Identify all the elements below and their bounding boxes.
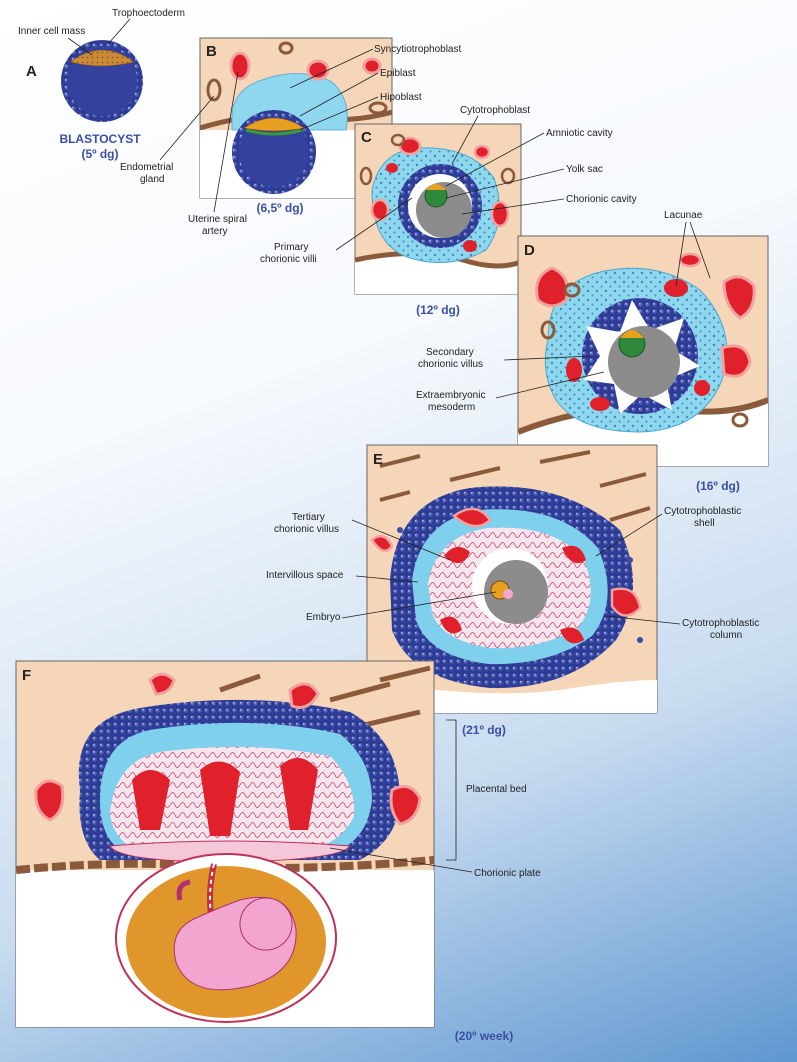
placental-bed-bracket [446,719,457,861]
label-extraembryonic-1: Extraembryonic [416,390,485,401]
label-extraembryonic-2: mesoderm [428,402,475,413]
caption-a-line2: (5º dg) [81,147,118,161]
label-primary-villi-2: chorionic villi [260,254,317,265]
caption-a-line1: BLASTOCYST [59,132,141,146]
label-yolk-sac: Yolk sac [566,164,603,175]
label-cyto-shell-1: Cytotrophoblastic [664,506,741,517]
label-chorionic-cavity: Chorionic cavity [566,194,637,205]
hipoblast-b [245,128,303,136]
label-trophoectoderm: Trophoectoderm [112,8,185,19]
panel-c-letter: C [361,129,372,146]
label-endometrial-gland-1: Endometrial [120,162,173,173]
label-tertiary-villus-1: Tertiary [292,512,325,523]
chorionic-cavity-e [484,560,548,624]
label-cyto-shell-2: shell [694,518,715,529]
label-embryo: Embryo [306,612,341,623]
panel-a: A Inner cell mass Trophoectoderm BLASTOC… [18,8,185,161]
caption-b: (6,5º dg) [256,201,303,215]
inner-cell-mass-shape [69,49,135,67]
label-epiblast: Epiblast [380,68,416,79]
panel-a-letter: A [26,63,37,80]
label-lacunae: Lacunae [664,210,703,221]
gland-b1 [278,41,294,55]
label-secondary-villus-1: Secondary [426,347,474,358]
label-endometrial-gland-2: gland [140,174,164,185]
label-uterine-artery-1: Uterine spiral [188,214,247,225]
caption-d: (16º dg) [696,479,740,493]
spiral-artery-b1 [229,51,251,81]
chorionic-cavity-d [608,326,680,398]
panel-f: F (20º week) [15,660,513,1043]
label-cyto-column-2: column [710,630,742,641]
label-cytotrophoblast: Cytotrophoblast [460,105,530,116]
leader-inner-cell-mass [67,37,93,56]
label-intervillous-space: Intervillous space [266,570,344,581]
caption-e: (21º dg) [462,723,506,737]
label-tertiary-villus-2: chorionic villus [274,524,339,535]
label-syncytiotrophoblast: Syncytiotrophoblast [374,44,461,55]
panel-d: D (16º dg) [517,235,769,493]
label-cyto-column-1: Cytotrophoblastic [682,618,759,629]
label-inner-cell-mass: Inner cell mass [18,26,85,37]
caption-c: (12º dg) [416,303,460,317]
chorionic-plate-f [109,840,351,863]
panel-f-letter: F [22,667,31,684]
label-secondary-villus-2: chorionic villus [418,359,483,370]
panel-b-letter: B [206,43,217,60]
label-chorionic-plate: Chorionic plate [474,868,541,879]
leader-trophoectoderm [107,18,131,45]
panel-d-letter: D [524,242,535,259]
amniotic-cavity-c [426,184,446,190]
label-placental-bed: Placental bed [466,784,527,795]
label-uterine-artery-2: artery [202,226,228,237]
label-amniotic-cavity: Amniotic cavity [546,128,613,139]
caption-f: (20º week) [455,1029,513,1043]
panel-e-letter: E [373,451,383,468]
label-hipoblast: Hipoblast [380,92,422,103]
label-primary-villi-1: Primary [274,242,308,253]
panel-c: C (12º dg) [354,123,522,317]
